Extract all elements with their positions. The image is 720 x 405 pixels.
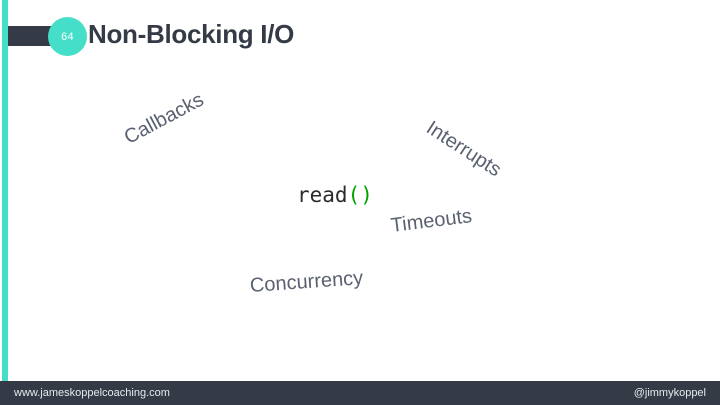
slide-number-badge: 64 [48,17,87,56]
read-call-label: read() [297,183,373,207]
open-paren: ( [347,183,361,207]
left-accent-stripe [2,0,8,381]
close-paren: ) [360,183,373,207]
page-title: Non-Blocking I/O [88,19,295,49]
concept-label-timeouts: Timeouts [389,205,474,237]
read-function-name: read [297,183,348,207]
concept-canvas: read() Callbacks Interrupts Timeouts Con… [0,70,720,370]
concept-label-concurrency: Concurrency [249,267,364,297]
footer-handle: @jimmykoppel [633,387,706,399]
concept-label-interrupts: Interrupts [422,116,506,182]
footer: www.jameskoppelcoaching.com @jimmykoppel [0,381,720,405]
footer-website: www.jameskoppelcoaching.com [14,387,170,399]
concept-label-callbacks: Callbacks [120,88,208,149]
